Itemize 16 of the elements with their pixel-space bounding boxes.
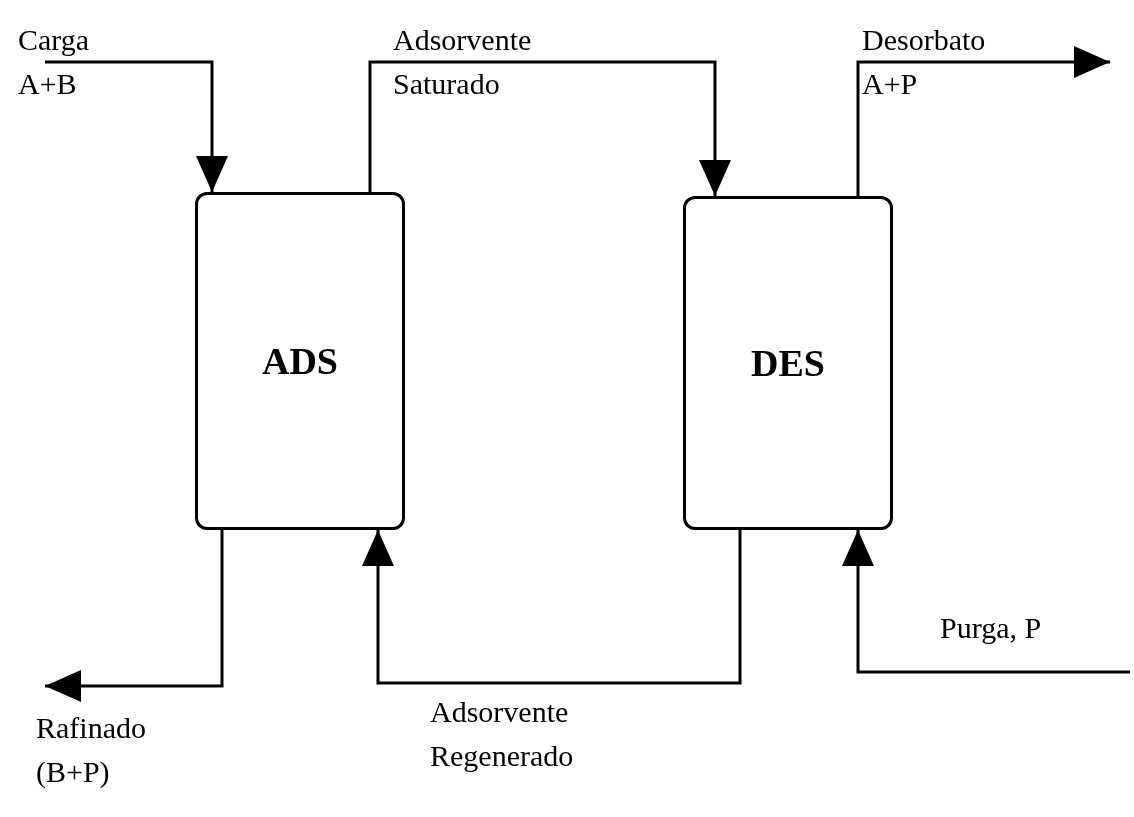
stream-label: Carga A+B	[18, 22, 91, 102]
column-box	[683, 196, 893, 530]
stream-label: Adsorvente Regenerado	[430, 694, 575, 774]
flow-arrow	[45, 60, 228, 192]
stream-label: Purga, P	[940, 610, 1043, 646]
flow-arrow	[45, 530, 224, 702]
column-box	[195, 192, 405, 530]
stream-label: Adsorvente Saturado	[393, 22, 533, 102]
flow-arrow	[362, 530, 742, 685]
flow-arrow	[856, 46, 1110, 196]
flow-arrow	[842, 530, 1130, 674]
stream-label: Desorbato A+P	[862, 22, 987, 102]
stream-label: Rafinado (B+P)	[36, 710, 147, 790]
column-label: DES	[751, 341, 825, 385]
column-label: ADS	[262, 339, 338, 383]
flow-arrow	[368, 60, 731, 196]
